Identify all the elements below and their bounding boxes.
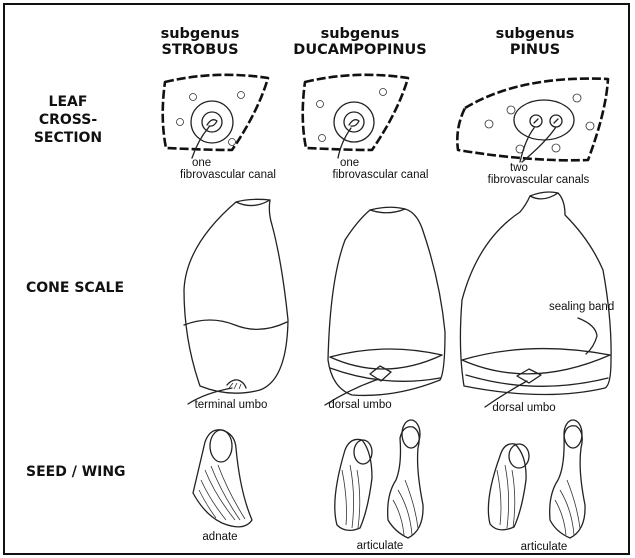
- leaf-section-pinus: [457, 79, 608, 162]
- leaf-caption-pinus: two fibrovascular canals: [476, 162, 601, 186]
- sealing-band-label: sealing band: [549, 301, 629, 313]
- seed-caption-ducampopinus: articulate: [345, 540, 415, 552]
- leaf-section-ducampopinus: [303, 75, 408, 158]
- leaf-caption-ducampopinus-1: one: [318, 157, 443, 169]
- leaf-caption-pinus-2: fibrovascular canals: [476, 174, 601, 186]
- cone-scale-pinus: [460, 192, 611, 407]
- seed-strobus: [193, 430, 252, 527]
- leaf-caption-ducampopinus: one fibrovascular canal: [318, 157, 443, 181]
- leaf-caption-strobus-1: one: [168, 157, 288, 169]
- leaf-caption-pinus-1: two: [476, 162, 601, 174]
- leaf-caption-strobus-2: fibrovascular canal: [168, 169, 288, 181]
- cone-caption-strobus: terminal umbo: [181, 399, 281, 411]
- seed-caption-pinus: articulate: [509, 541, 579, 553]
- cone-caption-pinus: dorsal umbo: [484, 402, 564, 414]
- cone-scale-ducampopinus: [325, 207, 445, 405]
- seed-pinus-a: [488, 444, 529, 530]
- cone-scale-strobus: [184, 199, 288, 404]
- seed-caption-strobus: adnate: [190, 531, 250, 543]
- leaf-caption-strobus: one fibrovascular canal: [168, 157, 288, 181]
- cone-caption-ducampopinus: dorsal umbo: [320, 399, 400, 411]
- seed-ducampopinus-b: [388, 420, 423, 538]
- leaf-section-strobus: [163, 75, 268, 158]
- seed-pinus-b: [550, 420, 585, 538]
- leaf-caption-ducampopinus-2: fibrovascular canal: [318, 169, 443, 181]
- seed-ducampopinus-a: [335, 439, 372, 530]
